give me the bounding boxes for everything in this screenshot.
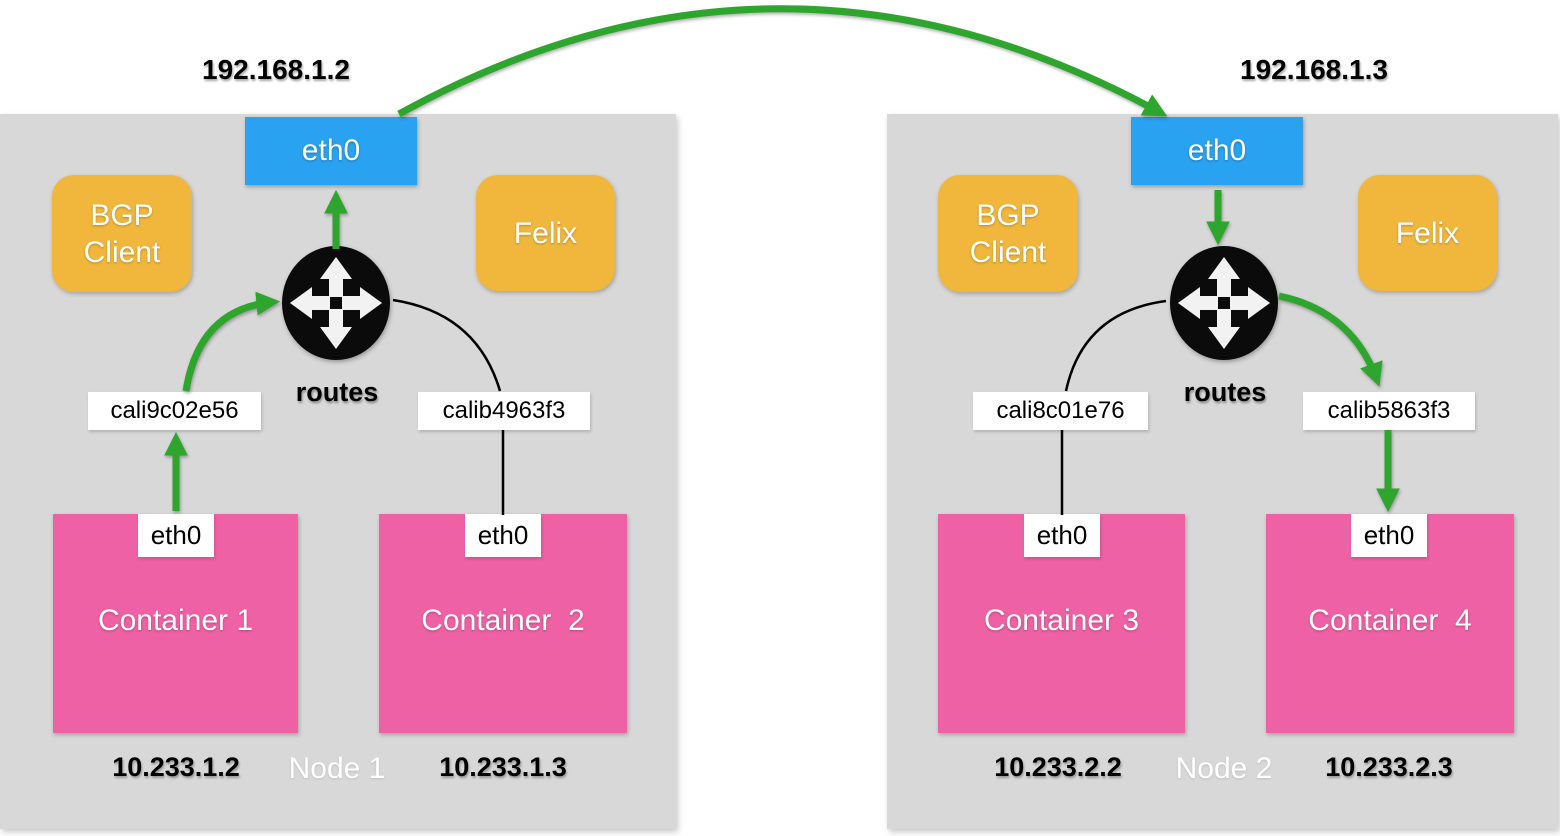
node-2-host-ip: 192.168.1.3	[1240, 54, 1388, 85]
node-1-eth0-box: eth0	[245, 117, 417, 185]
container-1-box: Container 1	[53, 514, 298, 733]
node-1-host-ip: 192.168.1.2	[202, 54, 350, 85]
container-name: Container 4	[1308, 604, 1472, 637]
container-name: Container 1	[97, 604, 254, 637]
node-2-bgp-client-box: BGP Client	[938, 175, 1078, 292]
node-2-eth0-box: eth0	[1131, 117, 1303, 185]
felix-label: Felix	[1395, 216, 1460, 250]
node-1-veth-cali9c02e56: cali9c02e56	[88, 392, 261, 430]
bgp-label-line2: Client	[83, 235, 161, 269]
container-1-eth0-label: eth0	[138, 514, 214, 557]
node-1-name: Node 1	[288, 752, 386, 785]
container-3-box: Container 3	[938, 514, 1185, 733]
felix-label: Felix	[513, 216, 578, 250]
container-4-eth0-label: eth0	[1351, 514, 1427, 557]
node-2-routes-label: routes	[1183, 377, 1267, 407]
container-name: Container 2	[421, 604, 585, 637]
node-2-felix-box: Felix	[1358, 175, 1497, 291]
bgp-label-line2: Client	[969, 235, 1047, 269]
node-1-bgp-client-box: BGP Client	[52, 175, 192, 292]
node-1-veth-calib4963f3: calib4963f3	[418, 392, 590, 430]
node-2-name: Node 2	[1175, 752, 1273, 785]
container-name: Container 3	[983, 604, 1140, 637]
container-3-eth0-label: eth0	[1024, 514, 1100, 557]
node-1-felix-box: Felix	[476, 175, 615, 291]
node-2-veth-cali8c01e76: cali8c01e76	[973, 392, 1148, 430]
container-2-eth0-label: eth0	[465, 514, 541, 557]
node-1-routes-label: routes	[295, 377, 379, 407]
container-1-ip: 10.233.1.2	[112, 752, 240, 782]
bgp-label-line1: BGP	[90, 198, 154, 232]
bgp-label-line1: BGP	[976, 198, 1040, 232]
arrow-node1-eth0-to-node2-eth0	[397, 5, 1168, 118]
container-2-ip: 10.233.1.3	[439, 752, 567, 782]
container-3-ip: 10.233.2.2	[994, 752, 1122, 782]
container-4-ip: 10.233.2.3	[1325, 752, 1453, 782]
node-2-veth-calib5863f3: calib5863f3	[1303, 392, 1475, 430]
